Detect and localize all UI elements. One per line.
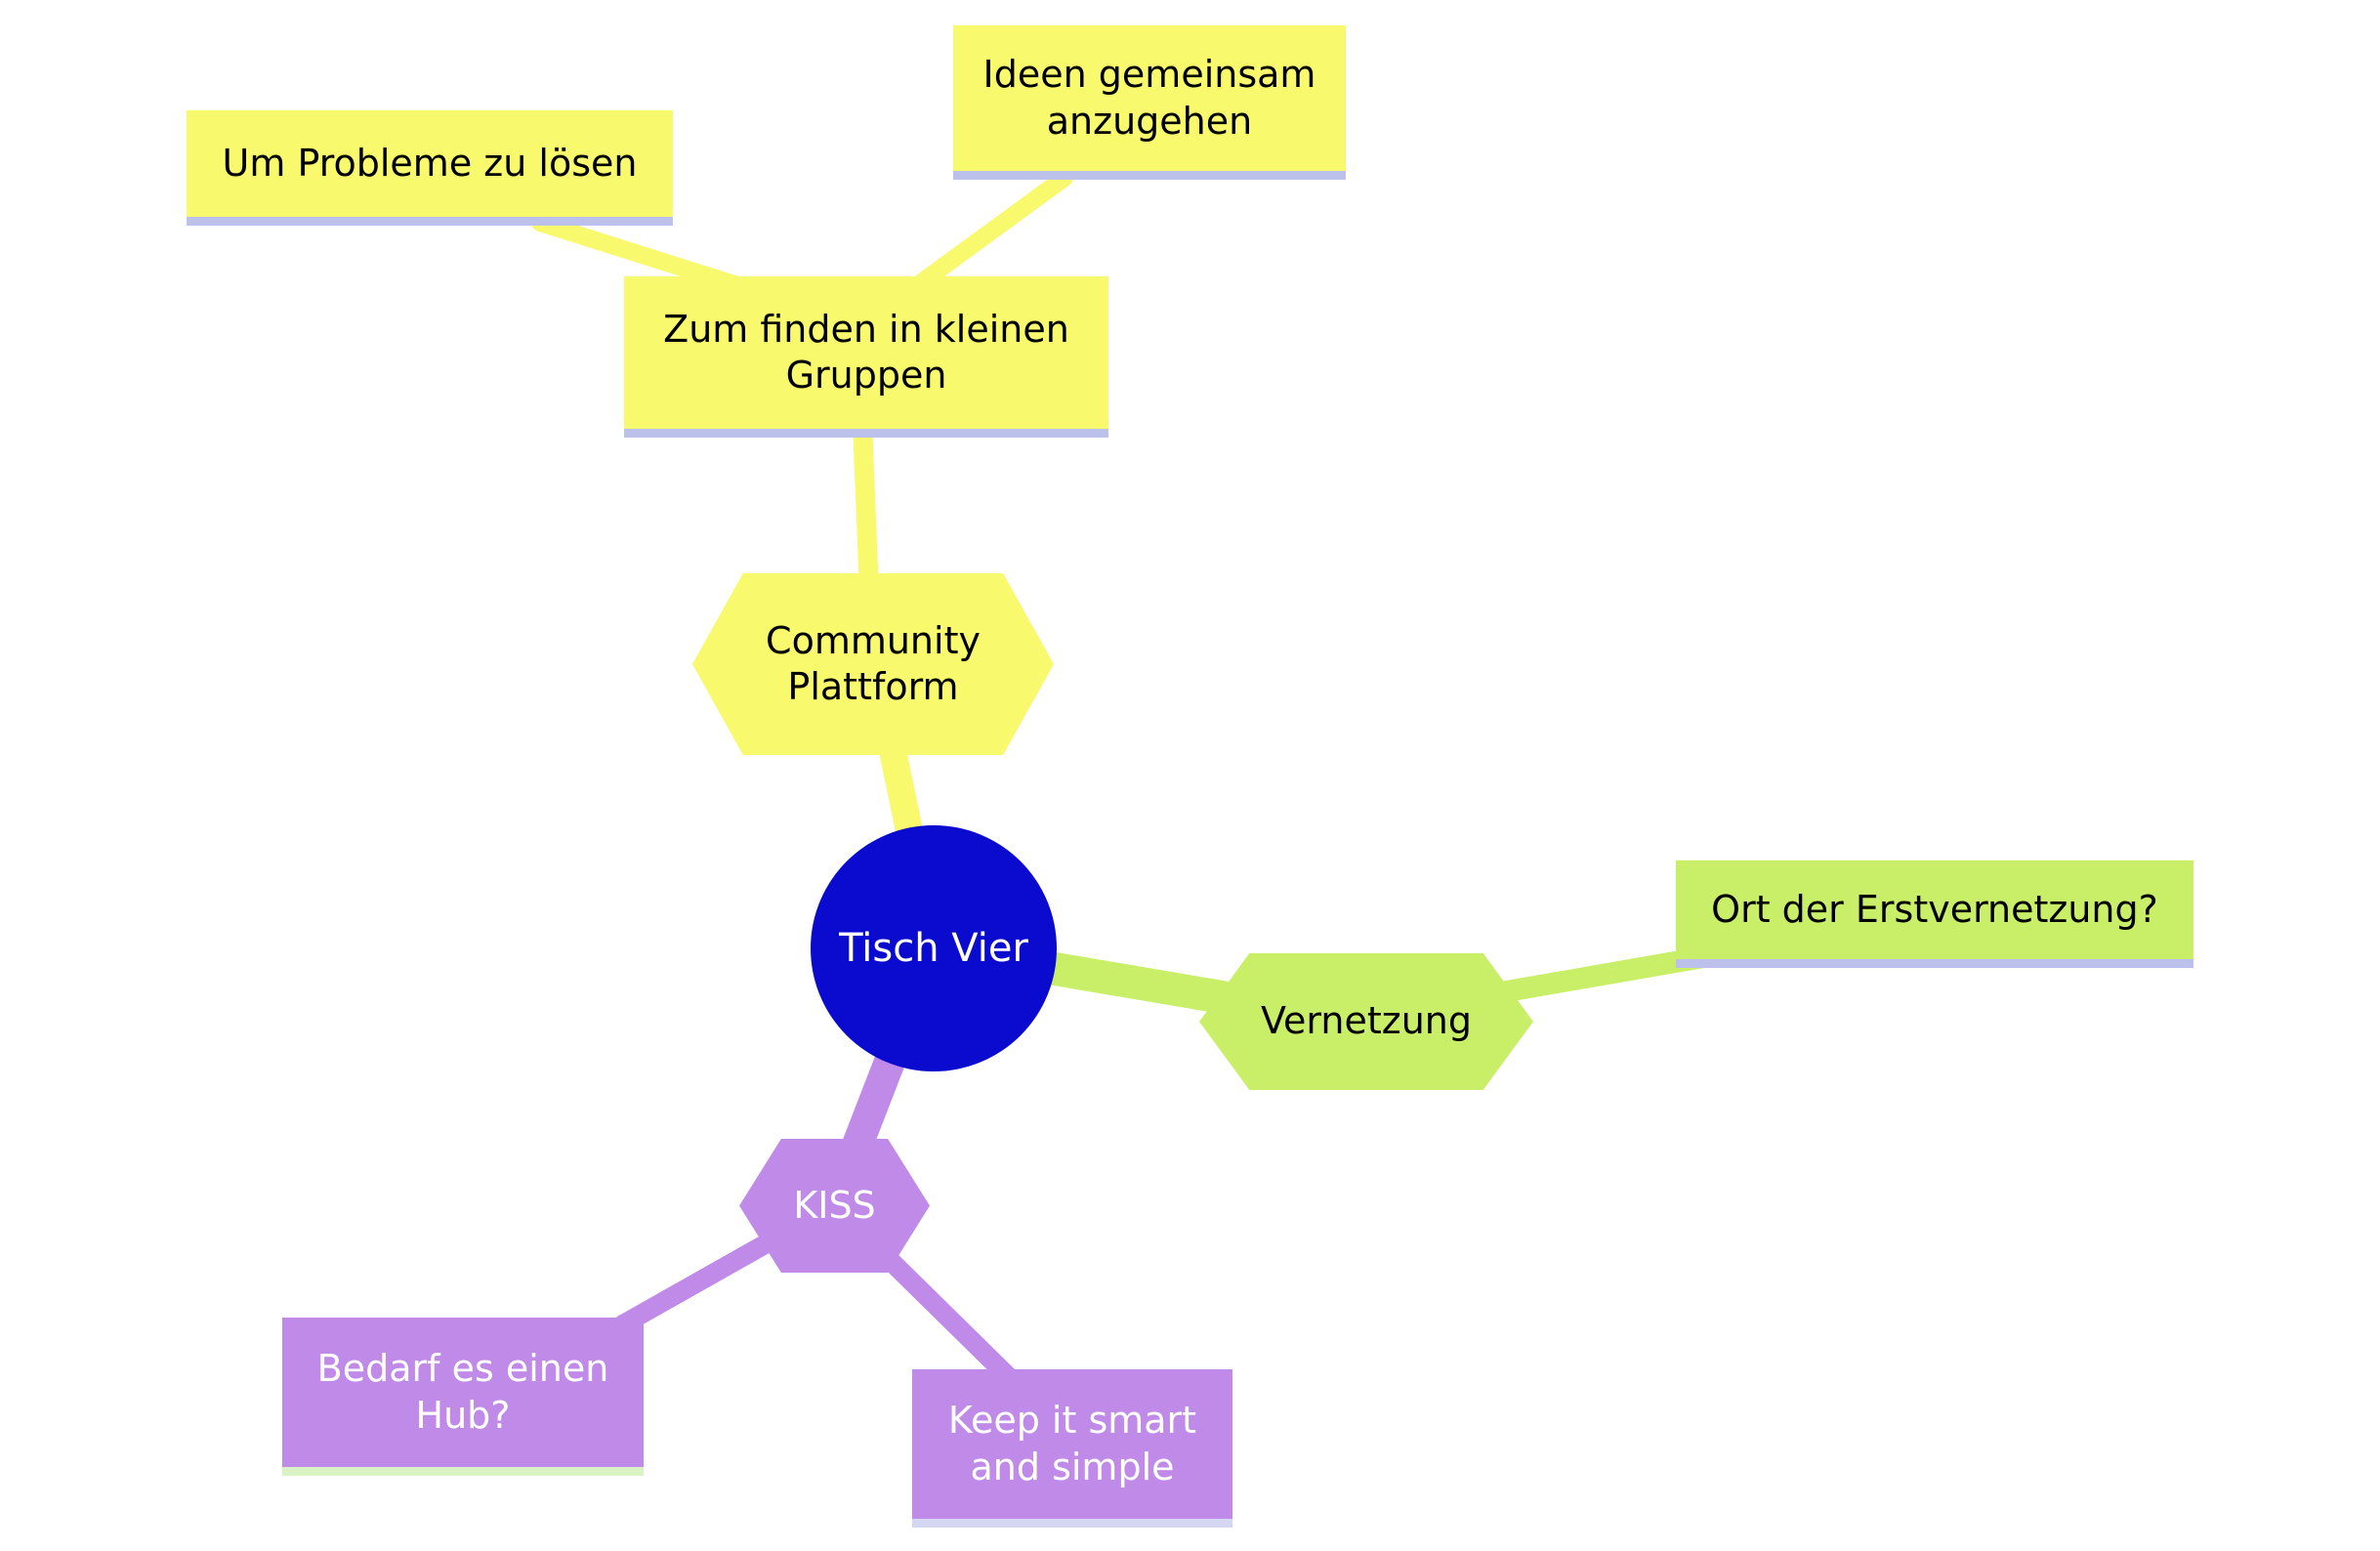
node-label: Ort der Erstvernetzung? [1711, 887, 2158, 931]
node-ideen-gemeinsam[interactable]: Ideen gemeinsam anzugehen [953, 25, 1346, 180]
node-community-plattform[interactable]: Community Plattform [692, 573, 1054, 755]
node-label: Community Plattform [766, 618, 981, 709]
node-label: Vernetzung [1261, 999, 1472, 1043]
node-ort-erstvernetzung[interactable]: Ort der Erstvernetzung? [1676, 860, 2193, 968]
node-keep-it-smart[interactable]: Keep it smart and simple [912, 1369, 1232, 1528]
node-bedarf-hub[interactable]: Bedarf es einen Hub? [282, 1318, 644, 1476]
connector-zum-finden-ideen [914, 169, 1073, 290]
node-label: Tisch Vier [839, 926, 1028, 971]
node-label: Ideen gemeinsam anzugehen [982, 53, 1316, 143]
node-label: Zum finden in kleinen Gruppen [663, 307, 1069, 398]
node-label: KISS [793, 1183, 876, 1227]
node-vernetzung[interactable]: Vernetzung [1199, 953, 1533, 1090]
node-kiss[interactable]: KISS [739, 1139, 930, 1273]
node-label: Bedarf es einen Hub? [316, 1347, 609, 1437]
node-zum-finden[interactable]: Zum finden in kleinen Gruppen [624, 276, 1108, 438]
connector-zum-finden-um-probleme [531, 214, 746, 294]
node-tisch-vier-center[interactable]: Tisch Vier [811, 825, 1057, 1071]
node-um-probleme[interactable]: Um Probleme zu lösen [187, 110, 673, 226]
node-label: Keep it smart and simple [947, 1399, 1197, 1488]
node-label: Um Probleme zu lösen [222, 141, 638, 185]
